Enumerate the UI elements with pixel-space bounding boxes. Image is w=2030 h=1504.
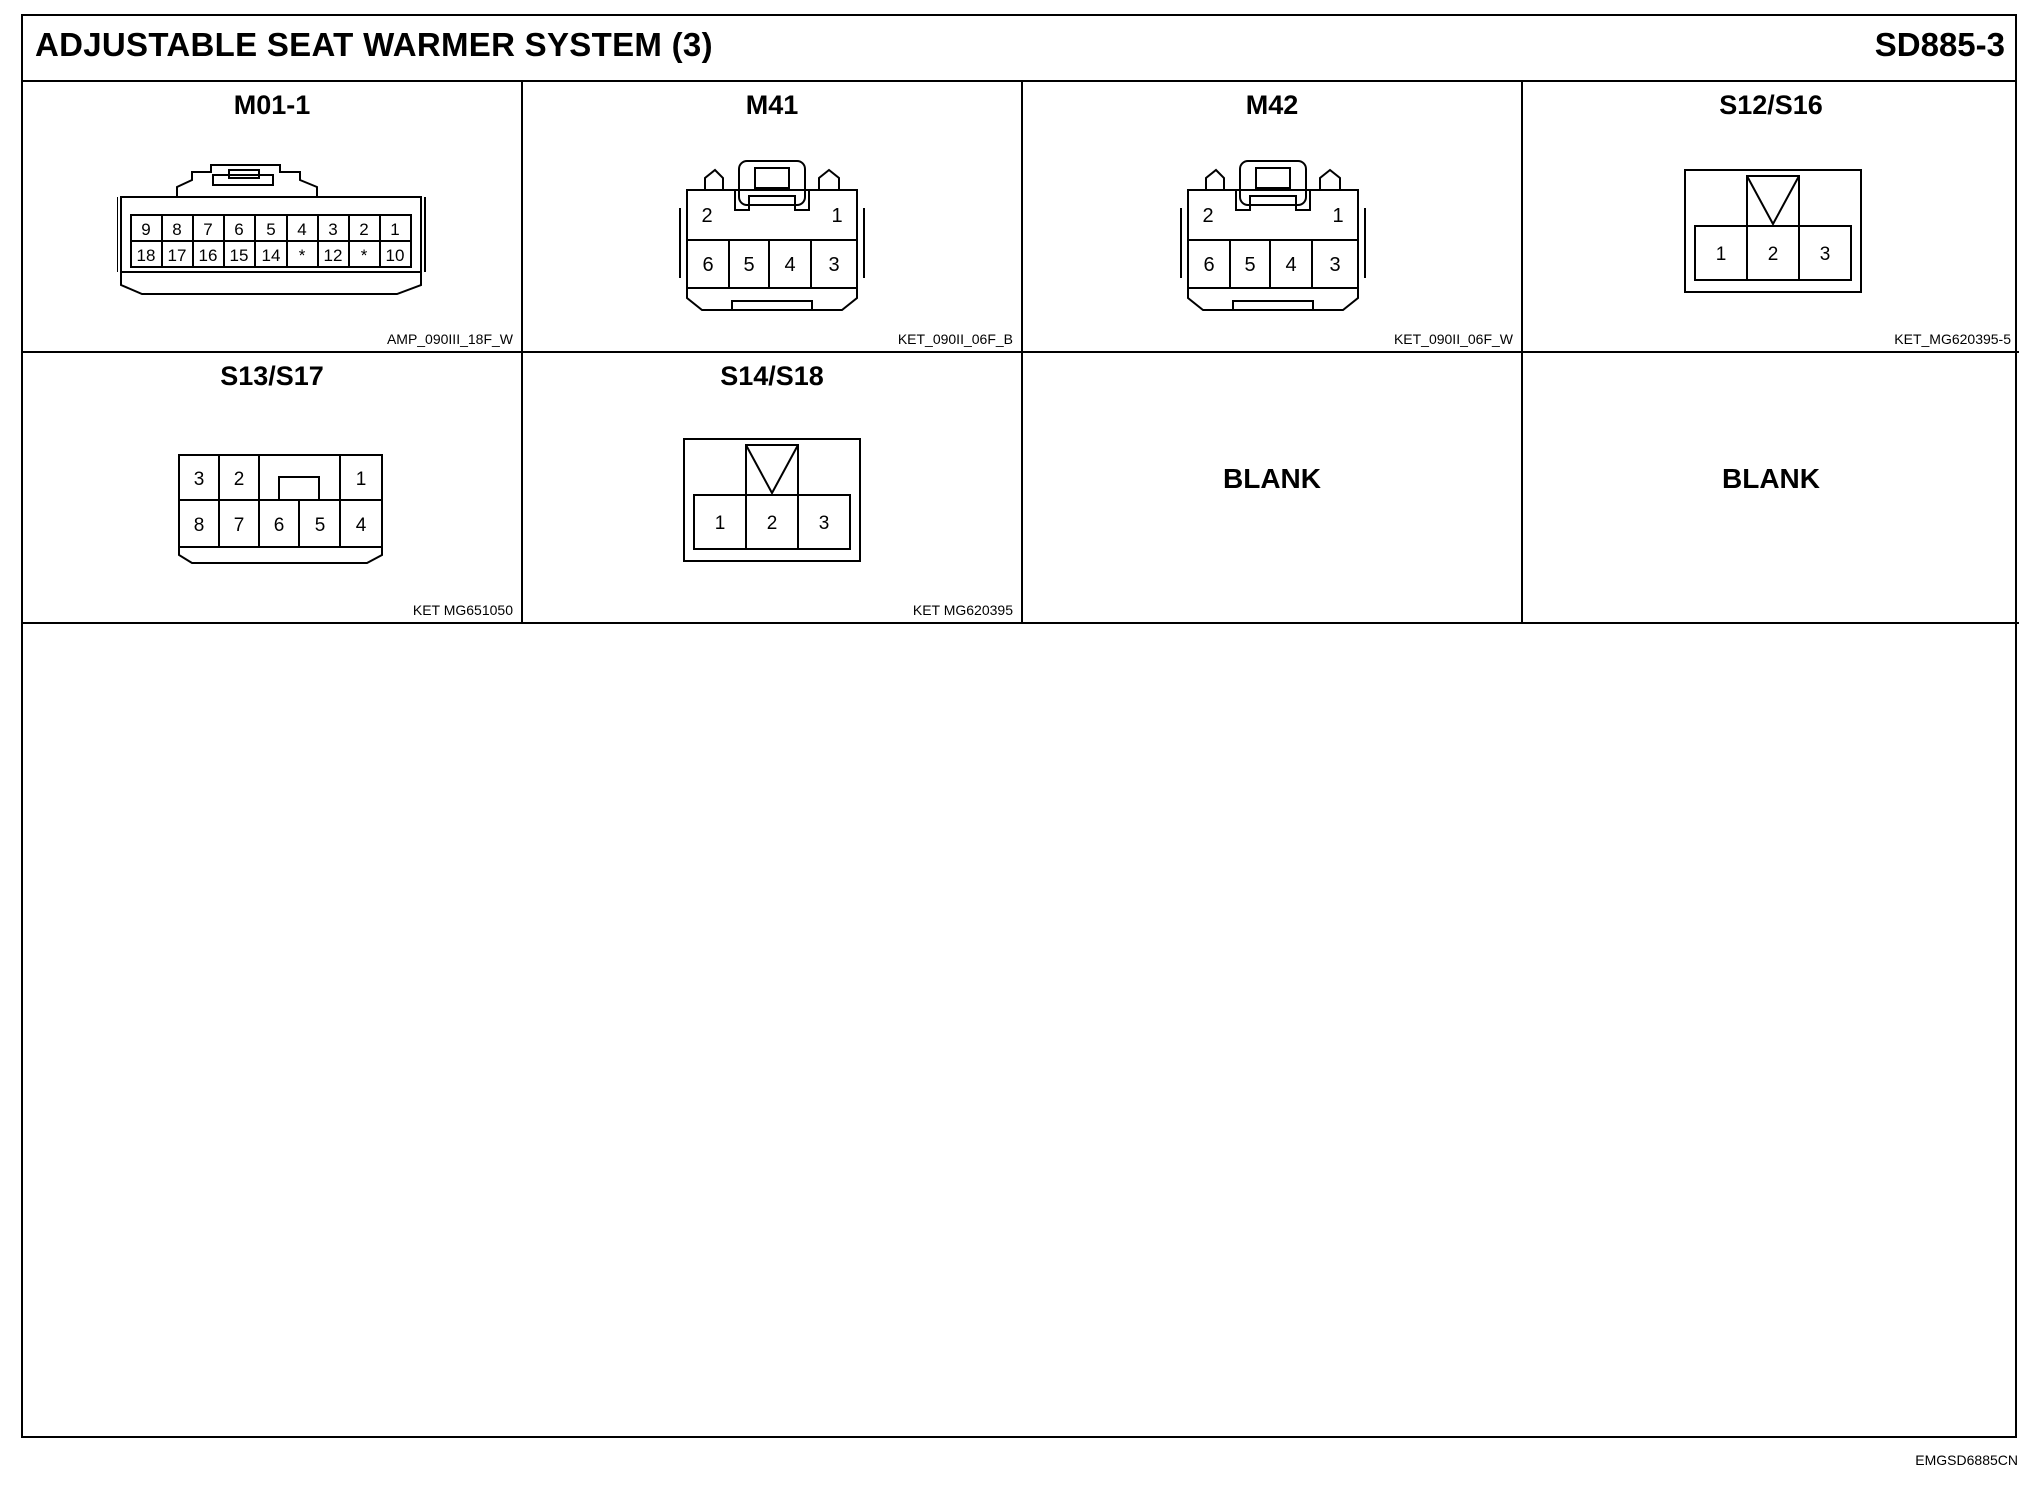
connector-part-number: KET_090II_06F_W (1393, 331, 1513, 347)
pin-label: 2 (1202, 205, 1213, 227)
pin-label: 2 (1768, 244, 1779, 265)
pin-label: 4 (784, 254, 795, 276)
pin-label: 18 (137, 246, 156, 265)
pin-label: 4 (297, 220, 306, 239)
connector-m41-diagram: 2 1 6 5 4 3 (679, 160, 865, 311)
pin-label: 15 (230, 246, 249, 265)
pin-label: 3 (328, 220, 337, 239)
connector-part-number: AMP_090III_18F_W (386, 331, 513, 347)
pin-label: 3 (194, 469, 205, 490)
connector-s14-s18-diagram: 1 2 3 (683, 438, 861, 562)
pin-label: 2 (359, 220, 368, 239)
pin-label: 6 (234, 220, 243, 239)
pin-label: 1 (390, 220, 399, 239)
pin-label: 17 (168, 246, 187, 265)
connector-name: M42 (1245, 90, 1299, 120)
pin-label: 3 (1820, 244, 1831, 265)
connector-cell-m42: M42 (1023, 82, 1523, 353)
blank-label: BLANK (1223, 463, 1321, 494)
pin-label: 6 (702, 254, 713, 276)
connector-name: M41 (745, 90, 799, 120)
pin-label: 5 (1244, 254, 1255, 276)
title-bar: ADJUSTABLE SEAT WARMER SYSTEM (3) SD885-… (23, 16, 2015, 82)
pin-label: 2 (701, 205, 712, 227)
connector-part-number: KET MG651050 (412, 602, 513, 618)
pin-label: 5 (315, 515, 326, 536)
pin-label: 16 (199, 246, 218, 265)
pin-label: 1 (831, 205, 842, 227)
connector-part-number: KET MG620395 (912, 602, 1013, 618)
pin-label: 6 (274, 515, 285, 536)
connector-m42-diagram: 2 1 6 5 4 3 (1180, 160, 1366, 311)
blank-label: BLANK (1722, 463, 1820, 494)
pin-label: 10 (386, 246, 405, 265)
pin-label: 3 (828, 254, 839, 276)
page-title: ADJUSTABLE SEAT WARMER SYSTEM (3) (35, 26, 713, 63)
pin-label: 1 (1716, 244, 1727, 265)
pin-label: 12 (324, 246, 343, 265)
pin-label: 4 (356, 515, 367, 536)
pin-label: 1 (356, 469, 367, 490)
pin-label: 8 (194, 515, 205, 536)
connector-part-number: KET_MG620395-5 (1894, 331, 2011, 347)
connector-cell-s13-s17: S13/S17 3 2 1 8 7 (23, 353, 523, 624)
connector-name: M01-1 (233, 90, 311, 120)
connector-s12-s16-diagram: 1 2 3 (1684, 169, 1862, 293)
pin-label: 3 (819, 513, 830, 534)
pin-label: 5 (743, 254, 754, 276)
connector-cell-s12-s16: S12/S16 1 2 3 KET_MG620395-5 (1523, 82, 2019, 353)
pin-label: * (299, 246, 306, 265)
pin-label: 14 (262, 246, 281, 265)
pin-label: 9 (141, 220, 150, 239)
pin-label: 7 (234, 515, 245, 536)
pin-label: * (361, 246, 368, 265)
connector-name: S14/S18 (720, 361, 824, 391)
pin-label: 3 (1329, 254, 1340, 276)
pin-label: 7 (203, 220, 212, 239)
connector-s13-s17-diagram: 3 2 1 8 7 6 5 4 (178, 454, 383, 564)
pin-label: 1 (715, 513, 726, 534)
connector-part-number: KET_090II_06F_B (897, 331, 1013, 347)
connector-cell-m01-1: M01-1 (23, 82, 523, 353)
pin-label: 1 (1332, 205, 1343, 227)
blank-cell-2: BLANK (1523, 353, 2019, 624)
connector-name: S12/S16 (1719, 90, 1823, 120)
section-code: SD885-3 (1874, 26, 2005, 63)
diagram-sheet: ADJUSTABLE SEAT WARMER SYSTEM (3) SD885-… (21, 14, 2019, 1438)
pin-label: 8 (172, 220, 181, 239)
pin-label: 6 (1203, 254, 1214, 276)
pin-label: 5 (266, 220, 275, 239)
document-code: EMGSD6885CN (1915, 1452, 2018, 1468)
blank-cell-1: BLANK (1023, 353, 1523, 624)
connector-grid: M01-1 (23, 82, 2019, 624)
connector-cell-m41: M41 (523, 82, 1023, 353)
connector-m01-1-diagram: 9 8 7 6 5 4 3 2 1 18 17 16 15 14 * 12 * (117, 164, 426, 295)
connector-cell-s14-s18: S14/S18 1 2 3 KET MG620395 (523, 353, 1023, 624)
pin-label: 2 (767, 513, 778, 534)
connector-name: S13/S17 (220, 361, 324, 391)
pin-label: 2 (234, 469, 245, 490)
pin-label: 4 (1285, 254, 1296, 276)
